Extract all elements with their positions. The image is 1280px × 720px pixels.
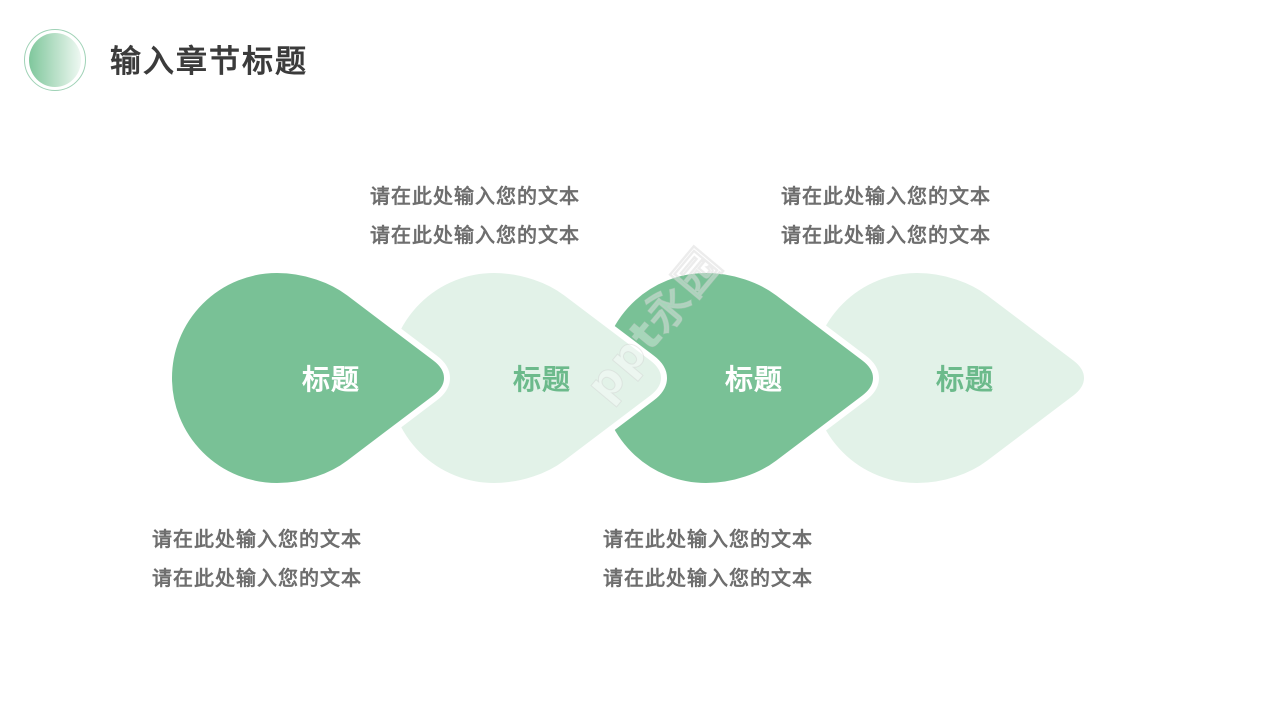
description-step-2: 请在此处输入您的文本 请在此处输入您的文本 (370, 177, 580, 255)
step-label-1: 标题 (301, 363, 360, 396)
description-line: 请在此处输入您的文本 (152, 527, 362, 551)
section-logo-circle (24, 29, 86, 91)
description-line: 请在此处输入您的文本 (152, 566, 362, 590)
section-logo-gradient (29, 33, 81, 87)
page-title: 输入章节标题 (110, 44, 308, 80)
step-label-4: 标题 (935, 363, 994, 396)
description-step-1: 请在此处输入您的文本 请在此处输入您的文本 (152, 520, 362, 598)
description-line: 请在此处输入您的文本 (603, 527, 813, 551)
description-line: 请在此处输入您的文本 (781, 223, 991, 247)
description-line: 请在此处输入您的文本 (370, 184, 580, 208)
description-line: 请在此处输入您的文本 (603, 566, 813, 590)
step-label-2: 标题 (512, 363, 571, 396)
description-step-3: 请在此处输入您的文本 请在此处输入您的文本 (603, 520, 813, 598)
description-step-4: 请在此处输入您的文本 请在此处输入您的文本 (781, 177, 991, 255)
description-line: 请在此处输入您的文本 (370, 223, 580, 247)
step-label-3: 标题 (724, 363, 783, 396)
description-line: 请在此处输入您的文本 (781, 184, 991, 208)
